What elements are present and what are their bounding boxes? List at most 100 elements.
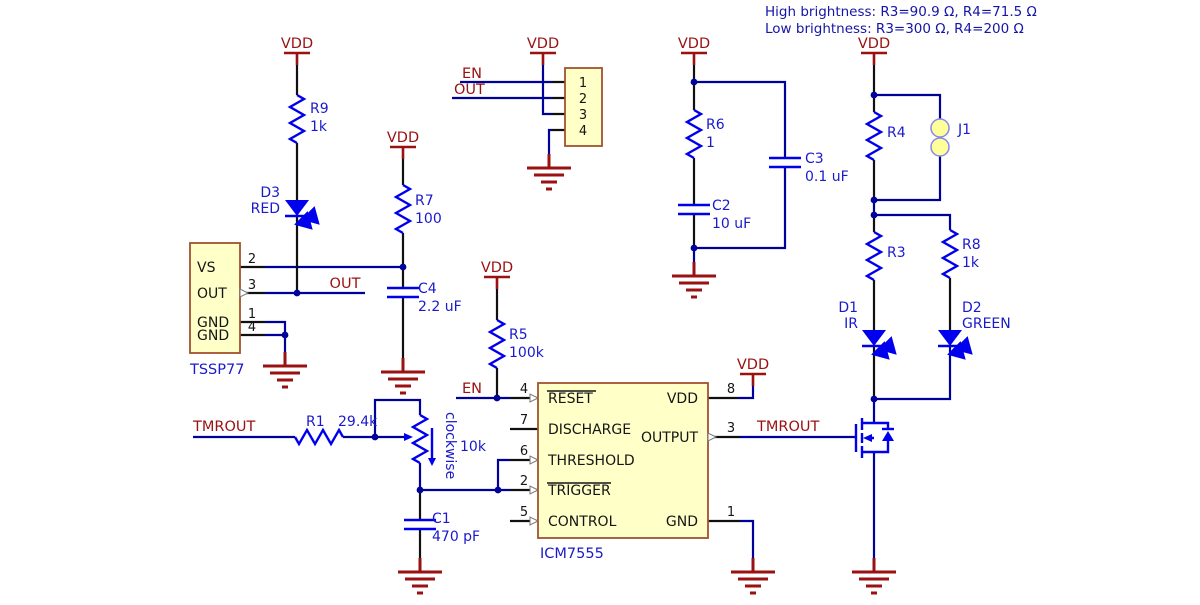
- r6-ref: R6: [706, 117, 725, 133]
- r1-ref: R1: [306, 414, 325, 430]
- icm7555-pin-trigger: TRIGGER: [547, 483, 611, 499]
- r5-value: 100k: [509, 345, 545, 361]
- icm7555-pin-discharge: DISCHARGE: [548, 422, 631, 438]
- vdd-symbol: VDD: [737, 357, 769, 386]
- c3-value: 0.1 uF: [805, 169, 849, 185]
- icm7555-num-1: 1: [727, 505, 735, 520]
- vdd-label: VDD: [527, 36, 559, 52]
- note-line-1: High brightness: R3=90.9 Ω, R4=71.5 Ω: [765, 4, 1037, 20]
- icm7555-pin-gnd: GND: [666, 514, 698, 530]
- r7-ref: R7: [415, 193, 434, 209]
- resistor-r4: R4: [864, 110, 906, 162]
- ic-tssp77: VS OUT GND GND 2 3 1 4 TSSP77: [189, 242, 256, 378]
- input-pin-arrow-icon: [529, 393, 540, 403]
- output-pin-arrow-icon: [239, 288, 250, 298]
- capacitor-c2: C2 10 uF: [678, 198, 751, 232]
- vdd-label: VDD: [387, 130, 419, 146]
- d1-ref: D1: [838, 300, 858, 316]
- tssp77-pin-num-4: 4: [248, 320, 256, 335]
- clockwise-arrow-icon: [428, 458, 436, 466]
- wiper-arrow-icon: [404, 433, 413, 441]
- d2-value: GREEN: [962, 316, 1011, 332]
- jumper-pad: [930, 137, 950, 157]
- vdd-symbol: VDD: [858, 36, 890, 65]
- led-d2: D2 GREEN: [938, 300, 1011, 360]
- r8-ref: R8: [962, 237, 981, 253]
- r4-ref: R4: [887, 125, 906, 141]
- c3-ref: C3: [805, 151, 824, 167]
- r8-value: 1k: [962, 255, 980, 271]
- note-line-2: Low brightness: R3=300 Ω, R4=200 Ω: [765, 21, 1024, 37]
- icm7555-num-4: 4: [520, 382, 528, 397]
- resistor-r5: R5 100k: [487, 318, 545, 370]
- r6-value: 1: [706, 135, 715, 151]
- jumper-pad: [930, 118, 950, 138]
- potentiometer: clockwise 10k: [404, 412, 487, 479]
- net-label-out-tssp: OUT: [330, 276, 361, 292]
- vdd-symbol: VDD: [481, 260, 513, 289]
- net-label-tmrout-right: TMROUT: [756, 419, 819, 435]
- c2-ref: C2: [712, 198, 731, 214]
- ground-symbol: [381, 358, 425, 395]
- net-label-en: EN: [462, 66, 482, 82]
- vdd-label: VDD: [737, 357, 769, 373]
- r1-value: 29.4k: [338, 414, 378, 430]
- brightness-note: High brightness: R3=90.9 Ω, R4=71.5 Ω Lo…: [765, 4, 1037, 37]
- tssp77-pin-num-3: 3: [248, 278, 256, 293]
- ground-symbol: [263, 352, 307, 389]
- resistor-r6: R6 1: [684, 108, 725, 160]
- net-label-en-reset: EN: [462, 381, 482, 397]
- tssp77-pin-gnd1: GND: [197, 315, 229, 331]
- icm7555-name: ICM7555: [540, 546, 604, 562]
- vdd-label: VDD: [281, 36, 313, 52]
- input-pin-arrow-icon: [529, 455, 540, 465]
- tssp77-pin-num-2: 2: [248, 252, 256, 267]
- resistor-r8: R8 1k: [940, 228, 981, 280]
- ground-symbol: [398, 558, 442, 595]
- connector-4pin: 1 2 3 4 EN OUT: [454, 66, 603, 147]
- connector-pin-3: 3: [579, 108, 587, 123]
- vdd-label: VDD: [481, 260, 513, 276]
- tssp77-pin-vs: VS: [197, 260, 216, 276]
- ground-symbol: [852, 558, 896, 595]
- icm7555-num-6: 6: [520, 444, 528, 459]
- mosfet: [854, 418, 894, 458]
- ground-symbol: [672, 262, 716, 299]
- connector-body: [564, 67, 603, 147]
- tssp77-pin-out: OUT: [197, 286, 227, 302]
- output-pin-arrow-icon: [707, 432, 718, 442]
- ic-icm7555: RESET DISCHARGE THRESHOLD TRIGGER CONTRO…: [520, 382, 735, 562]
- icm7555-num-7: 7: [520, 413, 528, 428]
- tssp77-pin-gnd2: GND: [197, 328, 229, 344]
- ground-symbol: [527, 154, 571, 191]
- resistor-r7: R7 100: [393, 183, 442, 235]
- c4-value: 2.2 uF: [418, 299, 462, 315]
- vdd-label: VDD: [858, 36, 890, 52]
- icm7555-num-2: 2: [520, 474, 528, 489]
- resistor-r1: R1 29.4k: [293, 414, 378, 447]
- connector-pin-1: 1: [579, 76, 587, 91]
- ground-symbol: [731, 558, 775, 595]
- pot-value: 10k: [460, 439, 487, 455]
- c1-value: 470 pF: [432, 529, 480, 545]
- tssp77-body: [189, 242, 241, 354]
- vdd-symbol: VDD: [387, 130, 419, 159]
- c2-value: 10 uF: [712, 216, 751, 232]
- icm7555-num-3: 3: [727, 421, 735, 436]
- ground-symbols: [263, 154, 896, 595]
- icm7555-num-8: 8: [727, 382, 735, 397]
- input-pin-arrow-icon: [529, 516, 540, 526]
- junction-dots: [281, 78, 878, 494]
- r7-value: 100: [415, 211, 442, 227]
- vdd-symbol: VDD: [281, 36, 313, 65]
- capacitor-c3: C3 0.1 uF: [769, 151, 849, 185]
- net-label-out: OUT: [454, 82, 485, 98]
- icm7555-pin-threshold: THRESHOLD: [547, 453, 635, 469]
- c1-ref: C1: [432, 511, 451, 527]
- resistor-r3: R3: [864, 230, 906, 282]
- icm7555-pin-output: OUTPUT: [641, 430, 699, 446]
- c4-ref: C4: [418, 281, 437, 297]
- d3-ref: D3: [260, 185, 280, 201]
